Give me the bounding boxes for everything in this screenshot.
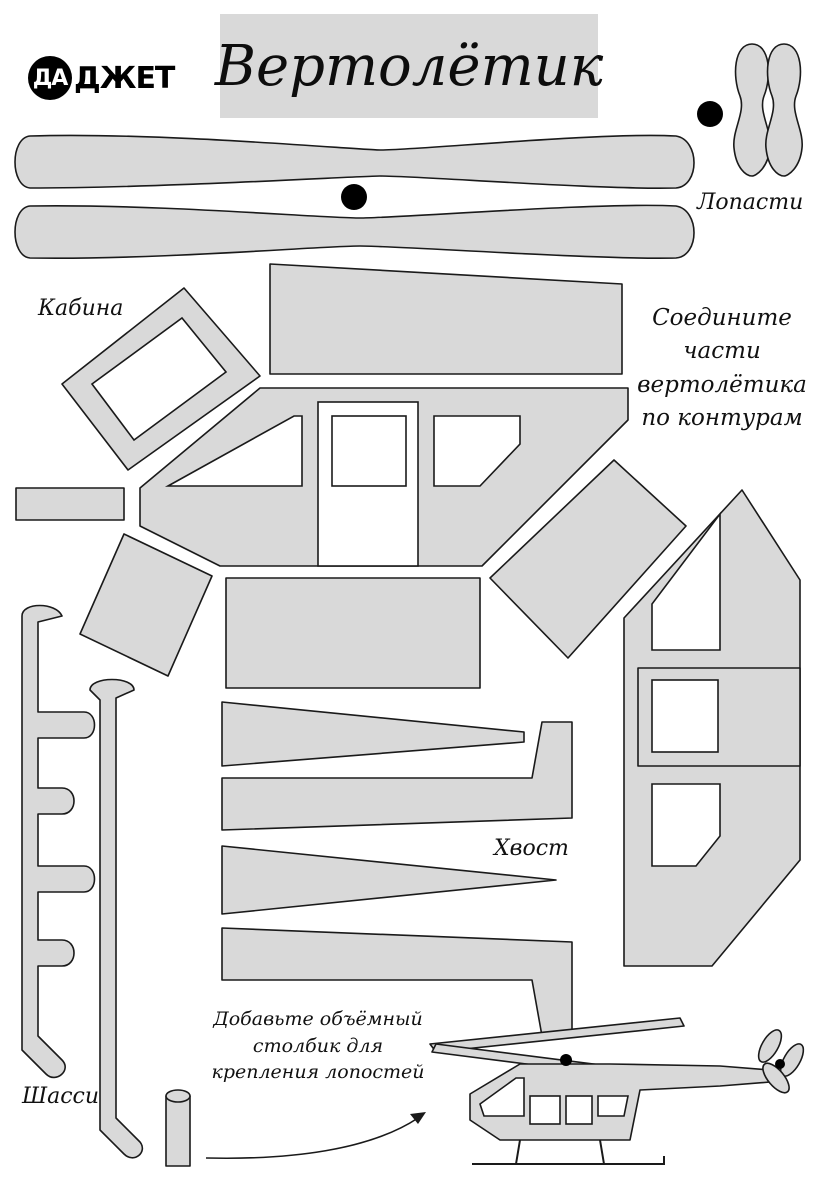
blades-label: Лопасти [697,190,804,215]
instructions-line: вертолётика [637,371,807,398]
landing-skid-short [89,678,144,1159]
instructions-text: Соедините части вертолётика по контурам [634,302,810,435]
rotor-post [165,1089,191,1167]
small-strip [15,487,125,521]
add-post-line: крепления лопостей [211,1061,425,1084]
fuselage-side [139,387,629,567]
tail-boom-1 [221,721,573,831]
arrow-head [410,1112,426,1124]
arrow-line [205,1117,419,1160]
rotor-hole [341,184,367,210]
nose-panel [489,459,687,659]
add-post-line: столбик для [252,1034,384,1057]
cabin-frame [61,287,261,471]
instructions-line: части [683,338,761,365]
tail-rotor-blade-left [733,43,771,177]
roof-piece [269,263,623,375]
tail-triangle-2 [221,845,557,915]
cabin-floor-piece [79,533,213,677]
instructions-line: по контурам [641,405,803,432]
chassis-label: Шасси [22,1084,100,1109]
landing-skid-long [21,604,96,1079]
tail-rotor-hole [697,101,723,127]
tail-triangle-1 [221,701,525,767]
tail-rotor-blade-right [765,43,803,177]
main-rotor-blade-bottom [14,204,695,259]
title-banner: Вертолётик [215,14,603,118]
main-rotor-blade-top [14,134,695,189]
add-post-text: Добавьте объёмный столбик для крепления … [196,1006,440,1086]
bottom-panel [225,577,481,689]
cabin-label: Кабина [38,296,124,321]
add-post-line: Добавьте объёмный [213,1008,423,1030]
logo-text: ДЖЕТ [74,60,175,96]
assembled-helicopter [429,1017,805,1165]
tail-label: Хвост [494,836,569,861]
fuselage-side-right [623,489,801,967]
page-title: Вертолётик [214,33,604,99]
brand-logo: ДА ДЖЕТ [28,56,175,100]
logo-circle: ДА [28,56,72,100]
instructions-line: Соедините [652,305,792,331]
